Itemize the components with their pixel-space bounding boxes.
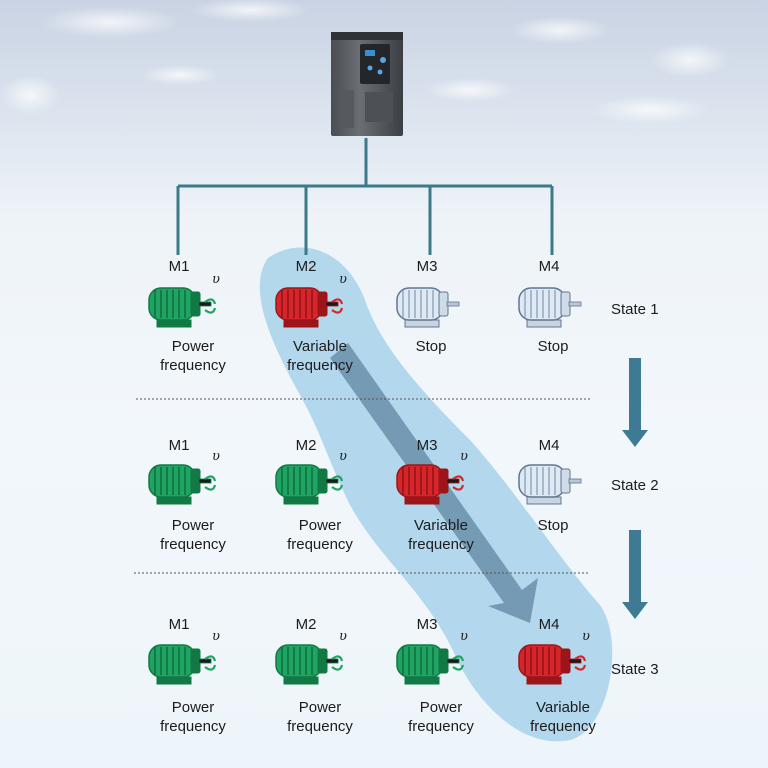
- state-label: State 1: [611, 301, 659, 318]
- mode-line-2: frequency: [160, 536, 226, 553]
- speed-symbol: υ: [339, 449, 347, 464]
- mode-line-2: frequency: [287, 536, 353, 553]
- motor-mode-text: Stop: [538, 337, 569, 356]
- motor-mode-text: Stop: [538, 516, 569, 535]
- power-motor-icon: [270, 457, 346, 509]
- stop-motor-icon: [513, 280, 589, 332]
- motor-mode-text: Variable frequency: [287, 337, 353, 375]
- motor-mode-text: Power frequency: [160, 698, 226, 736]
- mode-line-1: Stop: [415, 338, 447, 355]
- mode-line-1: Power: [298, 517, 342, 534]
- mode-line-1: Power: [171, 338, 215, 355]
- motor-mode-text: Variable frequency: [408, 516, 474, 554]
- mode-line-1: Stop: [537, 338, 569, 355]
- mode-line-2: frequency: [160, 357, 226, 374]
- vfd-inverter-icon: [331, 32, 403, 136]
- mode-line-2: frequency: [287, 357, 353, 374]
- variable-motor-icon: [391, 457, 467, 509]
- mode-line-1: Power: [419, 699, 463, 716]
- power-motor-icon: [391, 637, 467, 689]
- speed-symbol: υ: [212, 449, 220, 464]
- speed-symbol: υ: [212, 629, 220, 644]
- speed-symbol: υ: [212, 272, 220, 287]
- speed-symbol: υ: [339, 629, 347, 644]
- motor-mode-text: Variable frequency: [530, 698, 596, 736]
- motor-mode-text: Power frequency: [287, 698, 353, 736]
- state-label: State 2: [611, 477, 659, 494]
- motor-label: M4: [538, 258, 560, 275]
- mode-line-1: Power: [298, 699, 342, 716]
- motor-label: M1: [168, 258, 190, 275]
- stop-motor-icon: [391, 280, 467, 332]
- motor-label: M2: [295, 258, 317, 275]
- motor-label: M2: [295, 437, 317, 454]
- mode-line-1: Variable: [293, 338, 347, 355]
- motor-label: M1: [168, 616, 190, 633]
- power-bus: [176, 138, 554, 255]
- motor-label: M4: [538, 616, 560, 633]
- motor-mode-text: Power frequency: [408, 698, 474, 736]
- background-bokeh: [0, 0, 730, 124]
- power-motor-icon: [143, 280, 219, 332]
- motor-label: M2: [295, 616, 317, 633]
- mode-line-1: Power: [171, 517, 215, 534]
- mode-line-1: Variable: [414, 517, 468, 534]
- motor-mode-text: Power frequency: [160, 337, 226, 375]
- motor-label: M3: [416, 258, 438, 275]
- state-transition-arrow: [622, 358, 648, 447]
- power-motor-icon: [270, 637, 346, 689]
- stop-motor-icon: [513, 457, 589, 509]
- motor-label: M3: [416, 616, 438, 633]
- mode-line-2: frequency: [408, 718, 474, 735]
- state-label: State 3: [611, 661, 659, 678]
- speed-symbol: υ: [460, 449, 468, 464]
- mode-line-2: frequency: [408, 536, 474, 553]
- power-motor-icon: [143, 457, 219, 509]
- mode-line-1: Variable: [536, 699, 590, 716]
- motor-mode-text: Power frequency: [287, 516, 353, 554]
- speed-symbol: υ: [582, 629, 590, 644]
- mode-line-2: frequency: [287, 718, 353, 735]
- speed-symbol: υ: [339, 272, 347, 287]
- motor-label: M3: [416, 437, 438, 454]
- power-motor-icon: [143, 637, 219, 689]
- speed-symbol: υ: [460, 629, 468, 644]
- mode-line-1: Power: [171, 699, 215, 716]
- motor-mode-text: Stop: [416, 337, 447, 356]
- motor-label: M1: [168, 437, 190, 454]
- mode-line-2: frequency: [160, 718, 226, 735]
- state-transition-arrow: [622, 530, 648, 619]
- motor-label: M4: [538, 437, 560, 454]
- motor-mode-text: Power frequency: [160, 516, 226, 554]
- mode-line-1: Stop: [537, 517, 569, 534]
- mode-line-2: frequency: [530, 718, 596, 735]
- variable-motor-icon: [270, 280, 346, 332]
- variable-motor-icon: [513, 637, 589, 689]
